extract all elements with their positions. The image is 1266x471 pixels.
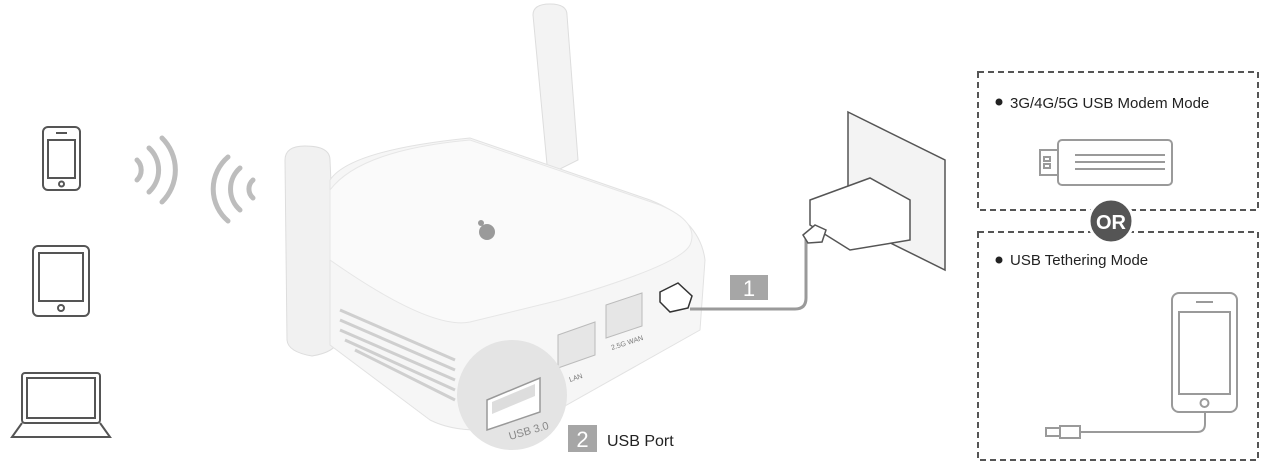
or-badge — [1087, 197, 1135, 245]
step-1-badge: 1 — [730, 275, 768, 301]
step-2-badge: 2 — [568, 425, 597, 452]
usb-modem-icon — [1039, 139, 1173, 186]
wall-outlet — [802, 110, 946, 272]
svg-text:1: 1 — [743, 276, 755, 301]
router-illustration: LAN 2.5G WAN USB 3.0 — [284, 3, 706, 450]
bullet-icon — [995, 256, 1003, 264]
bullet-icon — [995, 98, 1003, 106]
or-label: OR — [1096, 212, 1127, 234]
tablet-icon — [32, 245, 90, 317]
modem-mode-label: 3G/4G/5G USB Modem Mode — [1010, 95, 1209, 112]
power-adapter — [809, 177, 911, 251]
lan-port-label: LAN — [568, 373, 583, 384]
tethering-mode-label: USB Tethering Mode — [1010, 252, 1148, 269]
wan-port — [605, 292, 643, 339]
router-logo-icon — [478, 220, 495, 240]
step-2-label: USB Port — [607, 433, 674, 450]
wifi-signal-icon — [134, 135, 256, 224]
power-connector — [659, 282, 693, 313]
phone-icon — [42, 126, 81, 191]
smartphone-tethering-icon — [1045, 292, 1238, 439]
power-cable — [690, 238, 808, 311]
laptop-icon — [10, 372, 112, 438]
modem-mode-box — [977, 71, 1259, 211]
svg-text:2: 2 — [576, 427, 588, 452]
lan-port — [557, 292, 643, 369]
